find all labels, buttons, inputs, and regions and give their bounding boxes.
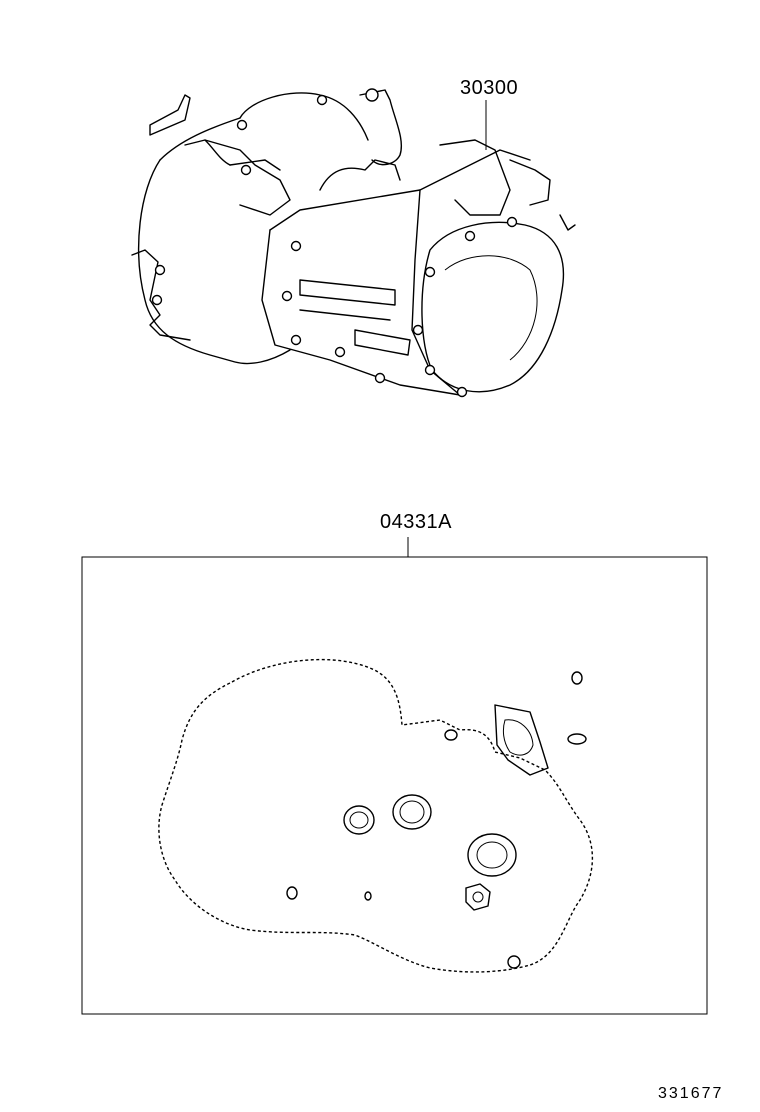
part-label-gasket-kit: 04331A [380, 511, 452, 533]
plug-bottom [507, 955, 521, 969]
oil-seal-large [467, 833, 517, 877]
pin-small [364, 891, 372, 901]
plug-left [444, 729, 458, 741]
o-ring-top [571, 671, 583, 685]
case-gasket [158, 658, 594, 973]
drain-plug [465, 883, 491, 911]
part-label-transaxle: 30300 [460, 77, 519, 99]
bolt-heads [151, 94, 518, 398]
washer-small [286, 886, 298, 900]
oil-seal-medium [392, 794, 432, 830]
illustration-code: 331677 [658, 1085, 724, 1102]
gasket-kit-box [81, 537, 708, 1015]
oil-seal-small [343, 805, 375, 835]
flange-gasket [494, 704, 549, 776]
o-ring-right [567, 733, 587, 745]
transaxle-assembly-illustration [131, 88, 576, 398]
